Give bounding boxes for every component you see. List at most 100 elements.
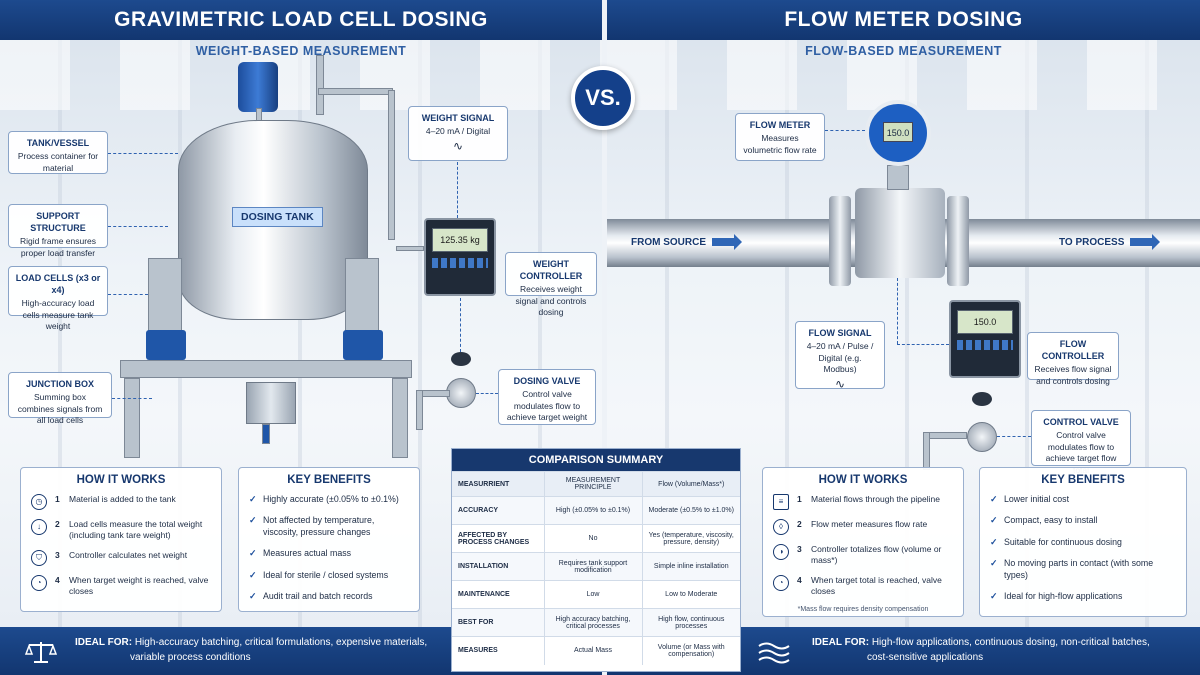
callout-flow-signal-title: FLOW SIGNAL — [808, 328, 872, 338]
callout-flow-meter: FLOW METER Measures volumetric flow rate — [735, 113, 825, 161]
mixer-motor-icon — [238, 62, 278, 112]
step-2: ↓ 2 Load cells measure the total weight … — [31, 519, 211, 541]
leader-tank — [108, 153, 178, 154]
dosing-tank-label: DOSING TANK — [232, 207, 323, 227]
how-it-works-gravimetric: HOW IT WORKS ◷ 1 Material is added to th… — [20, 467, 222, 612]
leader-flow-meter — [825, 130, 865, 131]
signal-wave-icon: ∿ — [452, 138, 464, 153]
check-icon: ✓ — [249, 515, 257, 526]
check-icon: ✓ — [990, 536, 998, 547]
leader-controller-to-valve — [460, 298, 461, 352]
meter-neck — [887, 165, 909, 190]
callout-dosing-valve-text: Control valve modulates flow to achieve … — [506, 389, 588, 423]
mass-flow-note: *Mass flow requires density compensation — [797, 606, 929, 614]
benefit-item: ✓Ideal for high-flow applications — [990, 591, 1123, 602]
table-header-cell: Flow (Volume/Mass*) — [641, 471, 740, 497]
flow-waves-icon — [758, 642, 790, 664]
check-icon: ✓ — [990, 494, 998, 504]
flange-right — [947, 196, 969, 286]
step-4: ◔ 4 When target total is reached, valve … — [773, 575, 953, 597]
table-cell: BEST FOR — [452, 608, 544, 637]
table-row: BEST FOR High accuracy batching, critica… — [452, 608, 740, 637]
frame-leg-right — [392, 378, 408, 458]
flow-meter-body-icon — [855, 188, 945, 278]
controller-keypad — [957, 340, 1013, 350]
callout-support-text: Rigid frame ensures proper load transfer — [19, 236, 97, 258]
timer-icon: ◔ — [773, 575, 789, 592]
ideal-for-line2: cost-sensitive applications — [867, 651, 984, 663]
comparison-title: COMPARISON SUMMARY — [452, 449, 740, 471]
table-cell: Volume (or Mass with compensation) — [641, 636, 740, 665]
outlet-pipe — [420, 390, 450, 397]
callout-weight-controller-title: WEIGHT CONTROLLER — [519, 259, 583, 282]
balance-scale-icon — [24, 642, 58, 663]
table-header-row: MEASURRIENT MEASUREMENT PRINCIPLE Flow (… — [452, 471, 740, 497]
weight-display: 125.35 kg — [432, 228, 488, 252]
step-1: ◷ 1 Material is added to the tank — [31, 494, 211, 510]
flow-meter-head-icon: 150.0 — [865, 100, 931, 166]
arrow-right-icon — [1130, 234, 1161, 251]
clipboard-icon: ≡ — [773, 494, 789, 510]
benefit-item: ✓Suitable for continuous dosing — [990, 536, 1122, 547]
table-cell: INSTALLATION — [452, 552, 544, 581]
table-cell: No — [543, 524, 642, 553]
table-cell: ACCURACY — [452, 496, 544, 525]
key-benefits-flow: KEY BENEFITS ✓Lower initial cost ✓Compac… — [979, 467, 1187, 617]
callout-weight-controller: WEIGHT CONTROLLER Receives weight signal… — [505, 252, 597, 317]
table-header-cell: MEASUREMENT PRINCIPLE — [543, 471, 642, 497]
leader-signal-to-controller — [897, 344, 949, 345]
flow-meter-display: 150.0 — [883, 122, 913, 142]
callout-flow-controller-title: FLOW CONTROLLER — [1041, 339, 1105, 362]
callout-tank-vessel: TANK/VESSEL Process container for materi… — [8, 131, 108, 174]
table-row: MEASURES Actual Mass Volume (or Mass wit… — [452, 636, 740, 665]
stopwatch-icon: ◷ — [31, 494, 47, 510]
callout-junction-text: Summing box combines signals from all lo… — [17, 392, 103, 426]
benefit-item: ✓No moving parts in contact (with some t… — [990, 558, 1154, 580]
valve-pipe-vertical — [923, 432, 930, 470]
leader-load-cells — [108, 294, 148, 295]
from-source-label: FROM SOURCE — [631, 234, 742, 251]
benefit-item: ✓Audit trail and batch records — [249, 591, 373, 602]
gravimetric-subtitle: WEIGHT-BASED MEASUREMENT — [195, 44, 407, 58]
table-cell: High (±0.05% to ±0.1%) — [543, 496, 642, 525]
ideal-for-line1: High-flow applications, continuous dosin… — [871, 637, 1150, 648]
callout-flow-meter-title: FLOW METER — [749, 120, 811, 130]
table-row: AFFECTED BY PROCESS CHANGES No Yes (temp… — [452, 524, 740, 553]
callout-weight-controller-text: Receives weight signal and controls dosi… — [515, 284, 587, 318]
table-cell: Requires tank support modification — [543, 552, 642, 581]
table-cell: High flow, continuous processes — [641, 608, 740, 637]
callout-flow-signal: FLOW SIGNAL 4–20 mA / Pulse / Digital (e… — [795, 321, 885, 391]
table-header-cell: MEASURRIENT — [452, 471, 544, 497]
benefit-item: ✓Measures actual mass — [249, 548, 352, 559]
callout-dosing-valve-title: DOSING VALVE — [513, 376, 581, 386]
dosing-valve-icon — [446, 378, 476, 408]
callout-flow-meter-text: Measures volumetric flow rate — [743, 133, 817, 155]
callout-control-valve: CONTROL VALVE Control valve modulates fl… — [1031, 410, 1131, 475]
table-row: ACCURACY High (±0.05% to ±0.1%) Moderate… — [452, 496, 740, 525]
comparison-summary: COMPARISON SUMMARY MEASURRIENT MEASUREME… — [451, 448, 741, 672]
callout-junction-title: JUNCTION BOX — [25, 379, 94, 389]
arrow-right-icon — [712, 234, 742, 251]
callout-flow-signal-text: 4–20 mA / Pulse / Digital (e.g. Modbus) — [806, 341, 874, 375]
ideal-for-line2: variable process conditions — [130, 651, 251, 663]
leader-valve — [476, 393, 498, 394]
valve-pipe — [927, 432, 967, 439]
flow-controller-display: 150.0 — [957, 310, 1013, 334]
gauge-icon: ◑ — [773, 544, 789, 560]
gravimetric-title: GRAVIMETRIC LOAD CELL DOSING — [0, 0, 602, 40]
ideal-for-line1: High-accuracy batching, critical formula… — [134, 637, 428, 648]
signal-conduit — [388, 90, 395, 240]
flange-left — [829, 196, 851, 286]
step-4: ◔ 4 When target weight is reached, valve… — [31, 575, 211, 597]
benefit-item: ✓Ideal for sterile / closed systems — [249, 569, 389, 580]
table-row: MAINTENANCE Low Low to Moderate — [452, 580, 740, 609]
junction-box-icon — [246, 382, 296, 424]
timer-icon: ◔ — [31, 575, 47, 592]
step-3: ⛉ 3 Controller calculates net weight — [31, 550, 211, 567]
how-it-works-title: HOW IT WORKS — [818, 474, 908, 486]
benefit-item: ✓Highly accurate (±0.05% to ±0.1%) — [249, 494, 399, 504]
key-benefits-title: KEY BENEFITS — [287, 474, 371, 486]
table-cell: Yes (temperature, viscosity, pressure, d… — [641, 524, 740, 553]
outlet-pipe-vertical — [416, 390, 423, 430]
drop-icon: ◊ — [773, 519, 789, 535]
